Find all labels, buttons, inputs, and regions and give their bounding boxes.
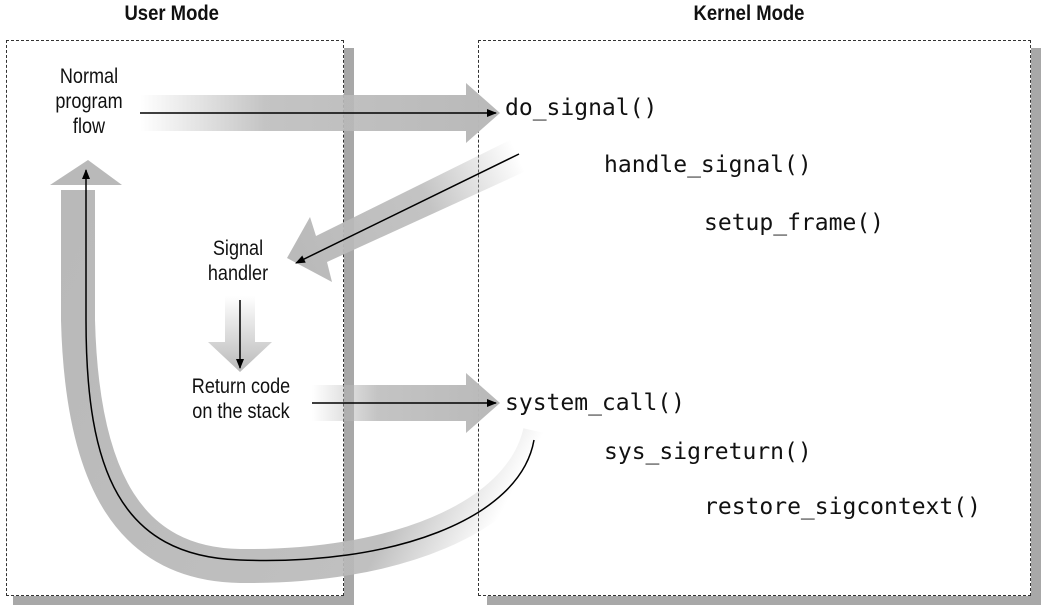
fn-handle-signal: handle_signal() [604, 152, 812, 178]
return-code-label: Return code on the stack [191, 375, 291, 423]
fn-restore-sigcontext: restore_sigcontext() [704, 494, 981, 520]
kernel-mode-title: Kernel Mode [693, 2, 805, 25]
thin-arrow-return-to-user [82, 169, 535, 562]
user-mode-title: User Mode [124, 2, 219, 25]
normal-program-flow-label: Normal program flow [55, 65, 123, 138]
kernel-mode-panel [478, 40, 1031, 596]
signal-handler-label: Signal handler [207, 237, 269, 285]
fn-setup-frame: setup_frame() [704, 210, 885, 236]
wide-arrow-to-signal-handler [287, 140, 524, 282]
fn-do-signal: do_signal() [505, 95, 658, 121]
fn-system-call: system_call() [505, 390, 686, 416]
thin-arrow-to-signal-handler [295, 153, 520, 264]
fn-sys-sigreturn: sys_sigreturn() [604, 439, 812, 465]
